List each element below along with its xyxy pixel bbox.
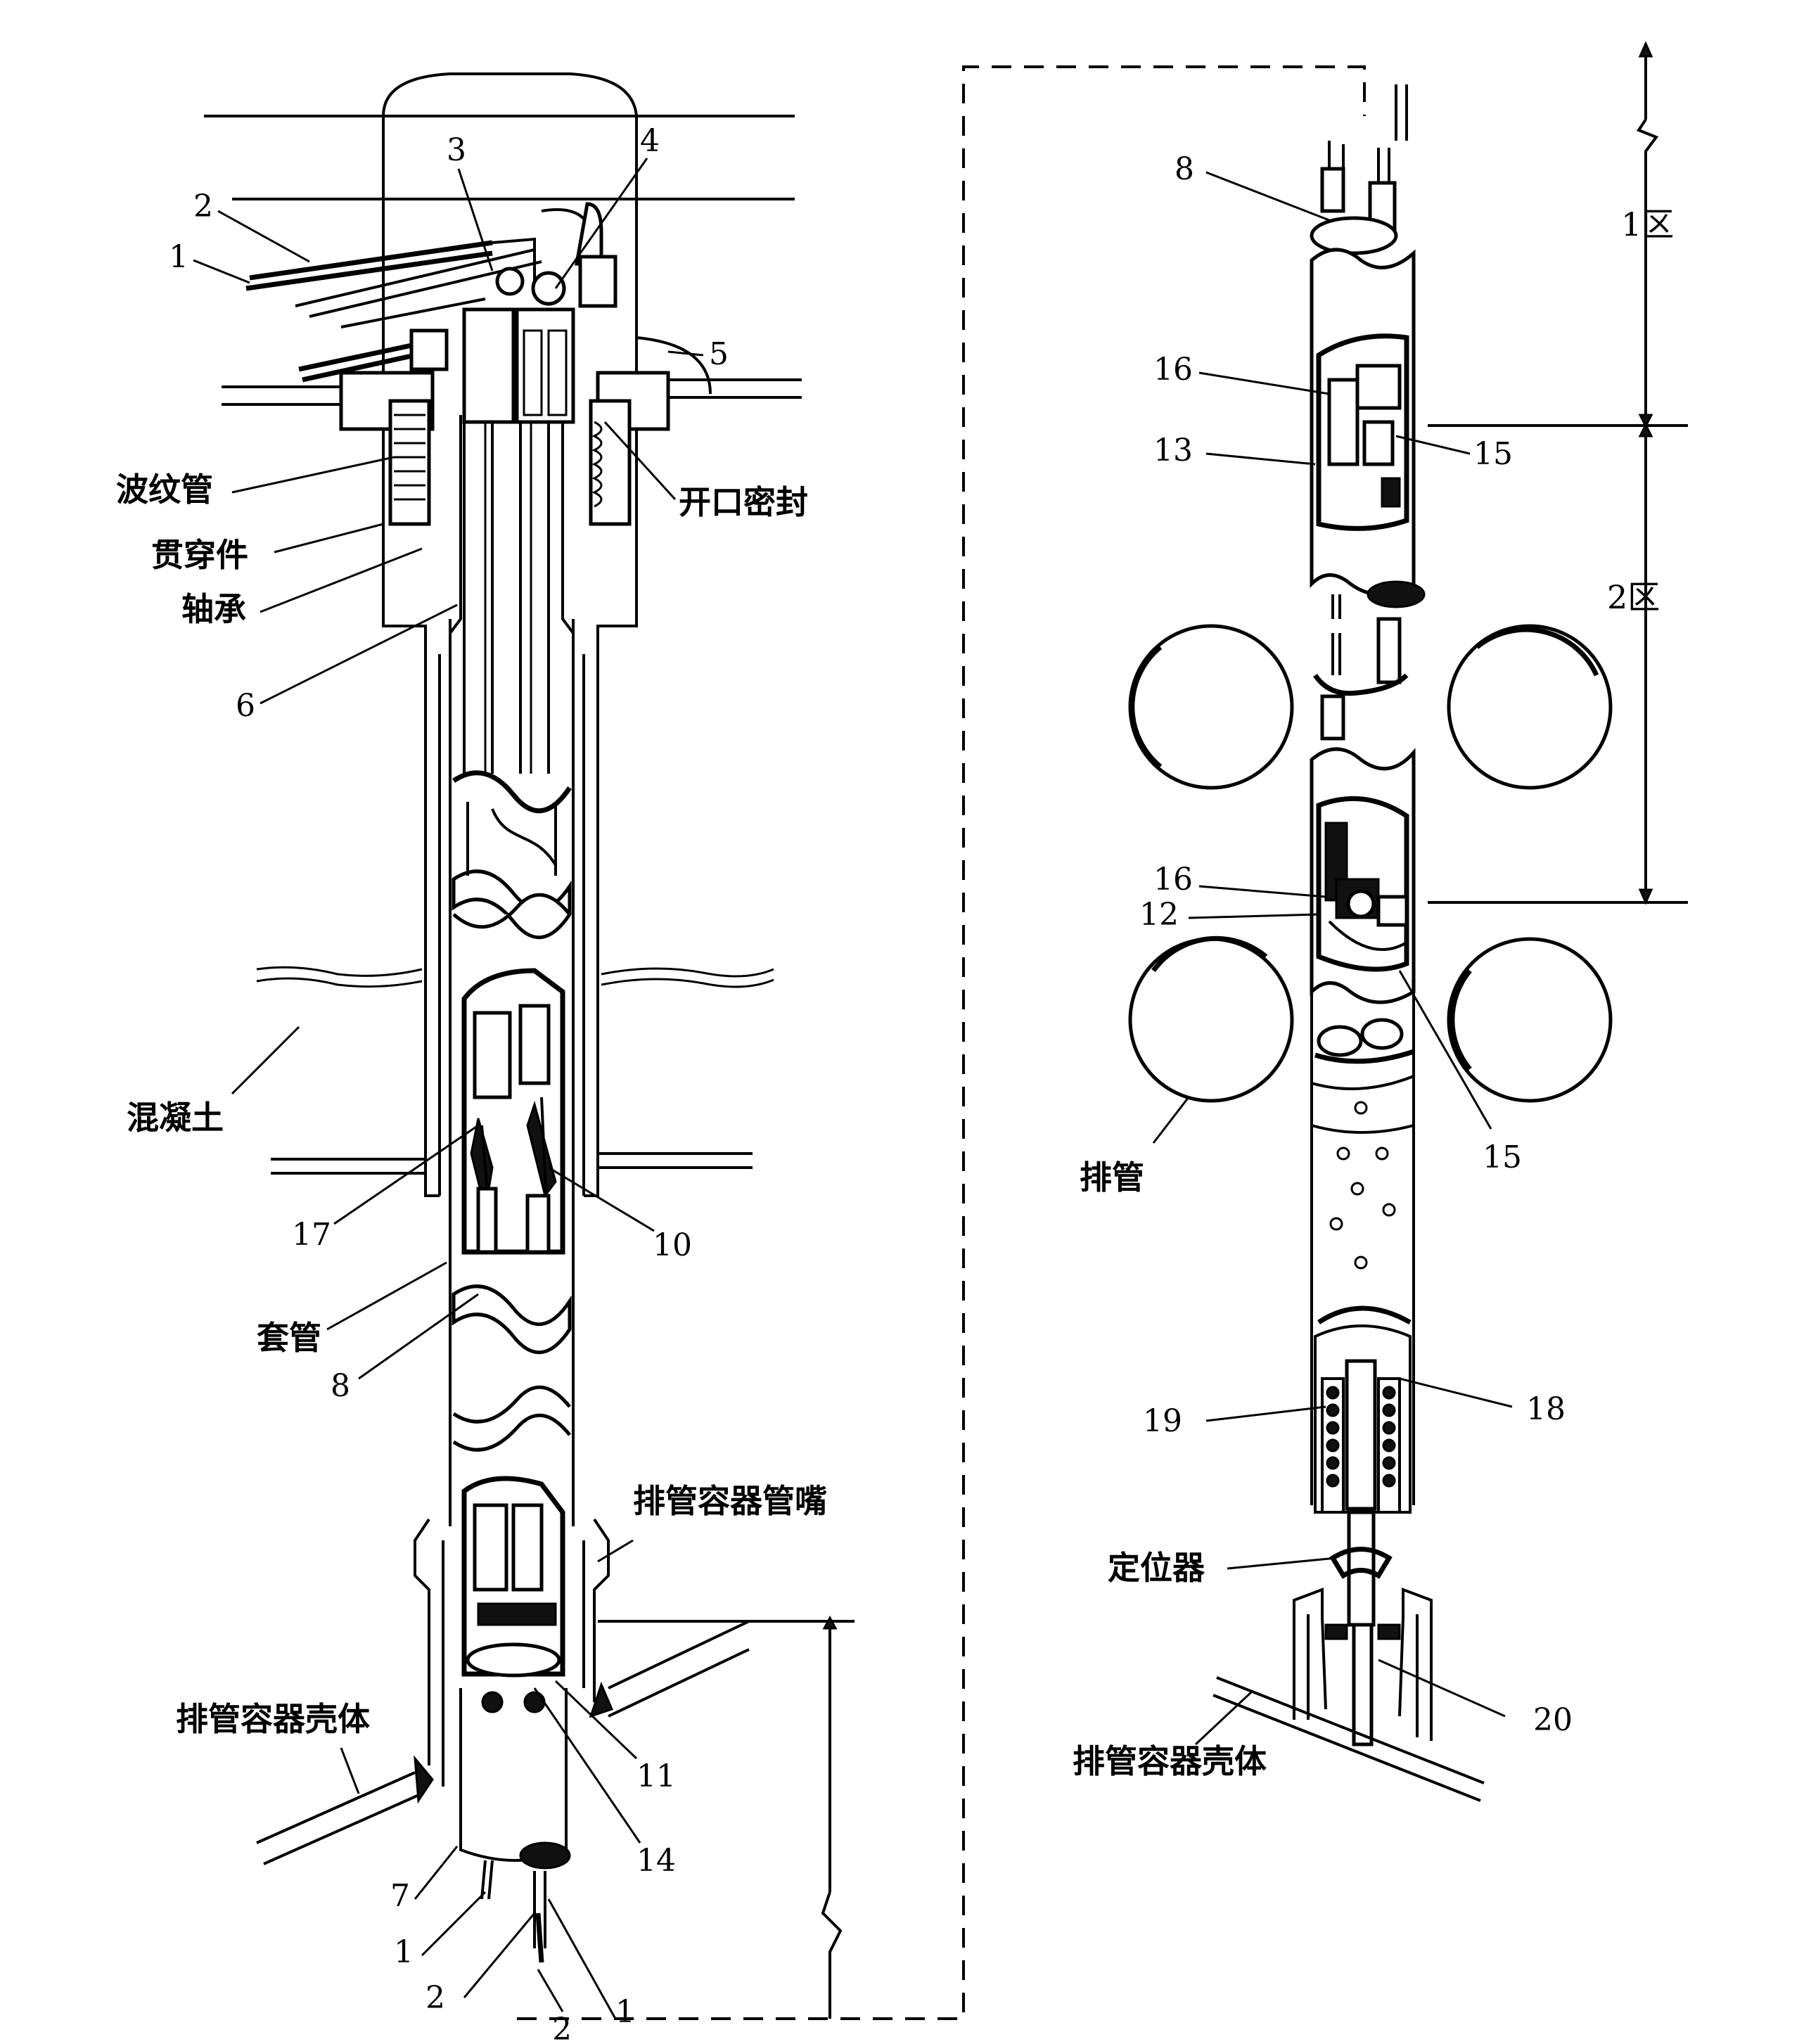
label-tubes: 排管 [1080,1158,1144,1196]
label-13: 13 [1153,433,1193,468]
label-6: 6 [236,688,255,724]
label-bearing: 轴承 [181,590,246,628]
label-19: 19 [1143,1403,1182,1439]
right-assembly [1128,41,1688,1802]
label-locator: 定位器 [1108,1549,1205,1587]
right-labels: 8 1区 16 13 15 2区 16 12 15 排管 19 18 定位器 2… [1073,151,1674,1780]
left-assembly [204,72,855,2019]
label-18: 18 [1526,1391,1566,1427]
label-20: 20 [1533,1702,1573,1738]
label-5: 5 [709,336,729,372]
connector-dashed-frame [517,65,1366,2020]
label-17: 17 [292,1217,331,1253]
label-1-bottom: 1 [394,1934,414,1970]
label-11: 11 [636,1758,676,1794]
label-2-bottom: 2 [425,1980,445,2016]
label-sleeve: 套管 [257,1319,321,1357]
label-3: 3 [447,132,466,168]
label-16-lower: 16 [1153,862,1193,898]
tube-lower-right [1447,937,1613,1103]
label-vessel-shell-right: 排管容器壳体 [1073,1742,1267,1780]
tube-upper-left [1128,624,1294,790]
label-bellows: 波纹管 [116,471,213,509]
label-8: 8 [331,1368,350,1404]
label-8-right: 8 [1175,151,1194,187]
label-zone-2: 2区 [1607,578,1660,616]
label-concrete: 混凝土 [127,1099,224,1137]
label-zone-1: 1区 [1621,205,1674,243]
leader-lines [193,158,1513,2019]
label-open-seal: 开口密封 [679,483,808,521]
label-2-lower: 2 [552,2012,572,2044]
tube-upper-right [1447,624,1613,790]
left-labels: 1 2 3 4 5 波纹管 贯穿件 轴承 开口密封 6 混凝土 17 10 套管… [116,123,827,2044]
label-4: 4 [640,123,660,159]
label-14: 14 [636,1843,676,1879]
label-2: 2 [193,189,213,224]
label-15-lower: 15 [1483,1139,1522,1175]
label-nozzle: 排管容器管嘴 [633,1482,827,1520]
label-1: 1 [169,239,188,275]
tube-lower-left [1128,935,1294,1103]
label-15-upper: 15 [1473,436,1513,472]
label-1-lower: 1 [615,1994,635,2030]
label-16-upper: 16 [1153,352,1193,388]
label-vessel-shell-left: 排管容器壳体 [176,1700,370,1738]
label-7: 7 [390,1878,410,1914]
label-12: 12 [1139,897,1179,933]
label-penetration: 贯穿件 [151,536,248,574]
label-10: 10 [653,1227,692,1263]
